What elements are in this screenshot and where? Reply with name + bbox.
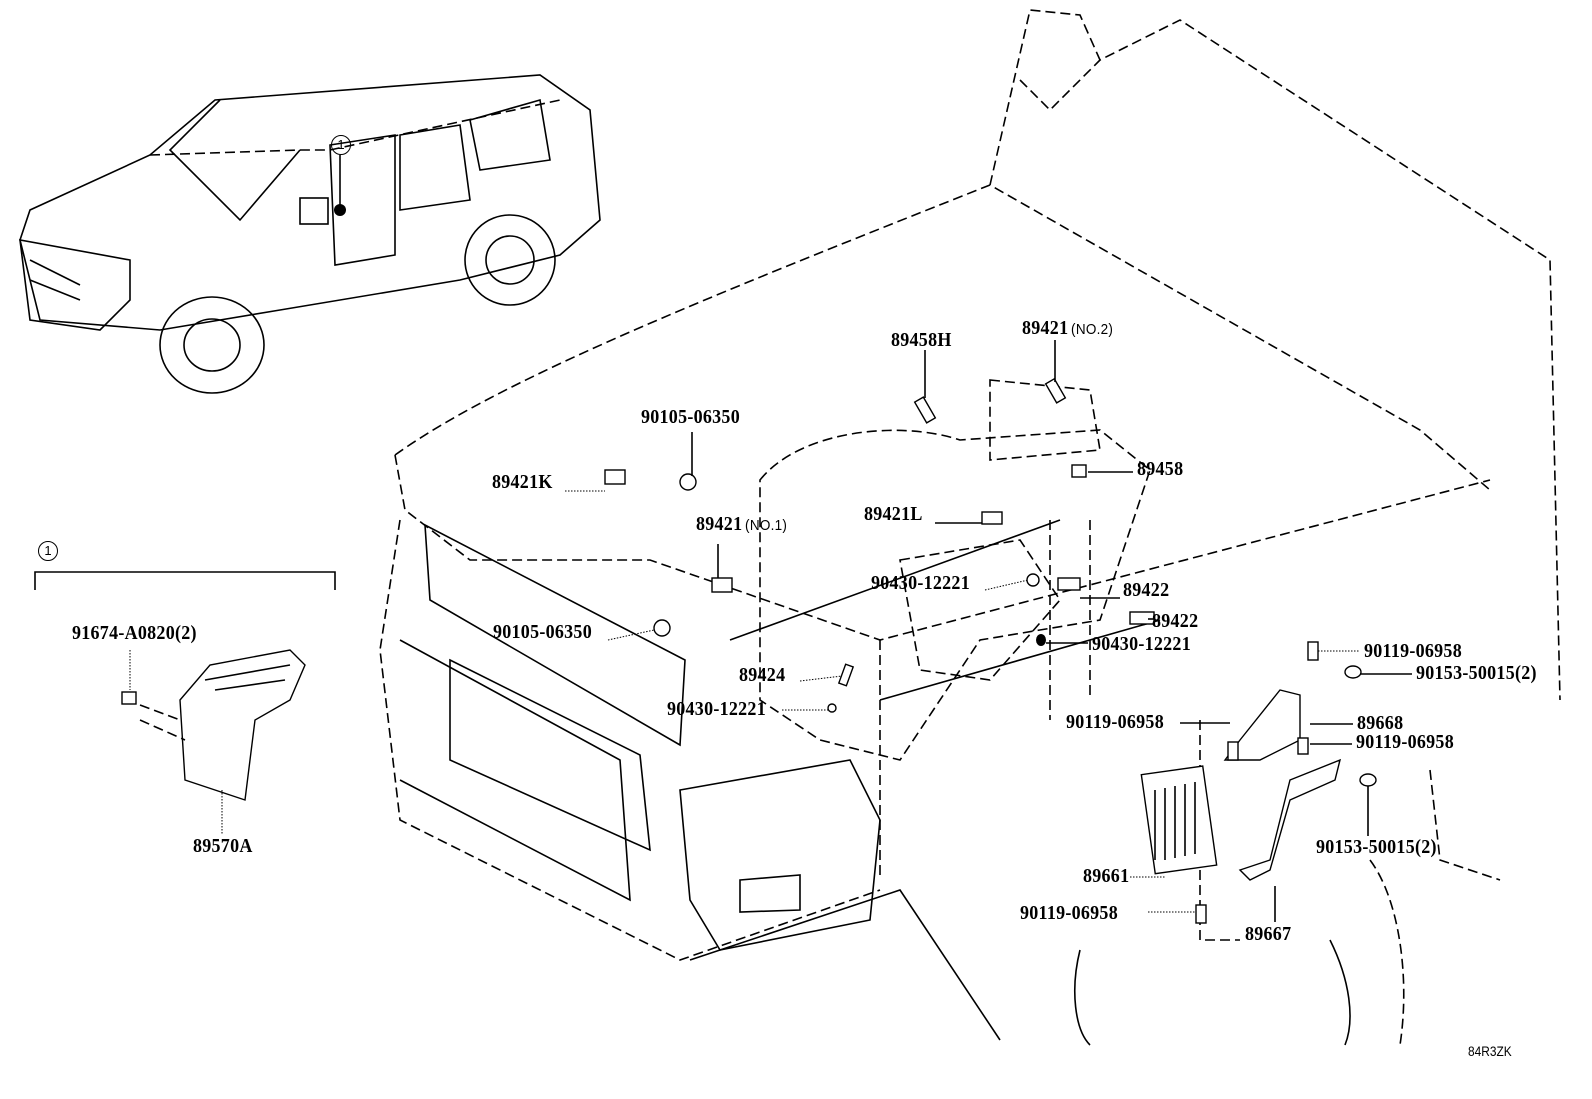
- part-label-89421l[interactable]: 89421L: [864, 504, 923, 524]
- inset-bracket: [34, 571, 336, 590]
- part-number: 89668: [1357, 712, 1404, 734]
- part-number: 90430-12221: [871, 572, 970, 594]
- part-number: 89667: [1245, 923, 1292, 945]
- part-number: 89458H: [891, 329, 952, 351]
- part-label-90430-12221-a[interactable]: 90430-12221: [871, 573, 970, 593]
- part-label-90105-06350-lower[interactable]: 90105-06350: [493, 622, 592, 642]
- part-label-90105-06350-upper[interactable]: 90105-06350: [641, 407, 740, 427]
- part-number: 90153-50015(2): [1316, 836, 1437, 858]
- part-label-90430-12221-c[interactable]: 90430-12221: [667, 699, 766, 719]
- part-label-89422-a[interactable]: 89422: [1123, 580, 1169, 600]
- part-label-89422-b[interactable]: 89422: [1152, 611, 1198, 631]
- part-label-89667[interactable]: 89667: [1245, 924, 1291, 944]
- part-number: 90430-12221: [1092, 633, 1191, 655]
- part-label-89458[interactable]: 89458: [1137, 459, 1183, 479]
- inset-part-drawing: [121, 649, 306, 835]
- part-number: 89458: [1137, 458, 1184, 480]
- part-label-90430-12221-b[interactable]: 90430-12221: [1092, 634, 1191, 654]
- leader-lines: [565, 340, 1412, 922]
- part-number: 90119-06958: [1356, 731, 1454, 753]
- part-number: 89421: [1022, 317, 1069, 339]
- part-number: 89421: [696, 513, 743, 535]
- front-body-drawing: [379, 9, 1561, 1046]
- part-label-89570a[interactable]: 89570A: [193, 836, 253, 856]
- part-label-89458h[interactable]: 89458H: [891, 330, 952, 350]
- part-number: 89661: [1083, 865, 1130, 887]
- part-label-90119-06958-d[interactable]: 90119-06958: [1020, 903, 1118, 923]
- part-number: 89422: [1152, 610, 1199, 632]
- vehicle-callout-marker: 1: [331, 135, 351, 155]
- part-label-89668[interactable]: 89668: [1357, 713, 1403, 733]
- part-label-91674-a0820[interactable]: 91674-A0820(2): [72, 623, 197, 643]
- part-number: 89570A: [193, 835, 253, 857]
- part-label-90153-50015-a[interactable]: 90153-50015(2): [1416, 663, 1537, 683]
- part-number: 90119-06958: [1066, 711, 1164, 733]
- part-number: 90153-50015(2): [1416, 662, 1537, 684]
- part-number: 89422: [1123, 579, 1170, 601]
- part-label-89421-no1[interactable]: 89421(NO.1): [696, 514, 787, 534]
- part-number: 90105-06350: [493, 621, 592, 643]
- part-label-89424[interactable]: 89424: [739, 665, 785, 685]
- part-label-89661[interactable]: 89661: [1083, 866, 1129, 886]
- part-label-89421k[interactable]: 89421K: [492, 472, 553, 492]
- part-label-90119-06958-b[interactable]: 90119-06958: [1066, 712, 1164, 732]
- vehicle-overview-drawing: [19, 74, 601, 394]
- part-number: 91674-A0820(2): [72, 622, 197, 644]
- part-label-90119-06958-a[interactable]: 90119-06958: [1364, 641, 1462, 661]
- part-label-90153-50015-b[interactable]: 90153-50015(2): [1316, 837, 1437, 857]
- part-label-90119-06958-c[interactable]: 90119-06958: [1356, 732, 1454, 752]
- part-number: 90119-06958: [1364, 640, 1462, 662]
- part-label-89421-no2[interactable]: 89421(NO.2): [1022, 318, 1113, 338]
- part-note: (NO.2): [1071, 321, 1114, 338]
- illustration-code: 84R3ZK: [1468, 1043, 1512, 1059]
- part-number: 90119-06958: [1020, 902, 1118, 924]
- part-number: 90430-12221: [667, 698, 766, 720]
- part-number: 89424: [739, 664, 786, 686]
- inset-callout-marker: 1: [38, 541, 58, 561]
- part-note: (NO.1): [745, 517, 788, 534]
- part-number: 89421L: [864, 503, 923, 525]
- part-number: 90105-06350: [641, 406, 740, 428]
- part-number: 89421K: [492, 471, 553, 493]
- parts-drawings: [604, 377, 1377, 924]
